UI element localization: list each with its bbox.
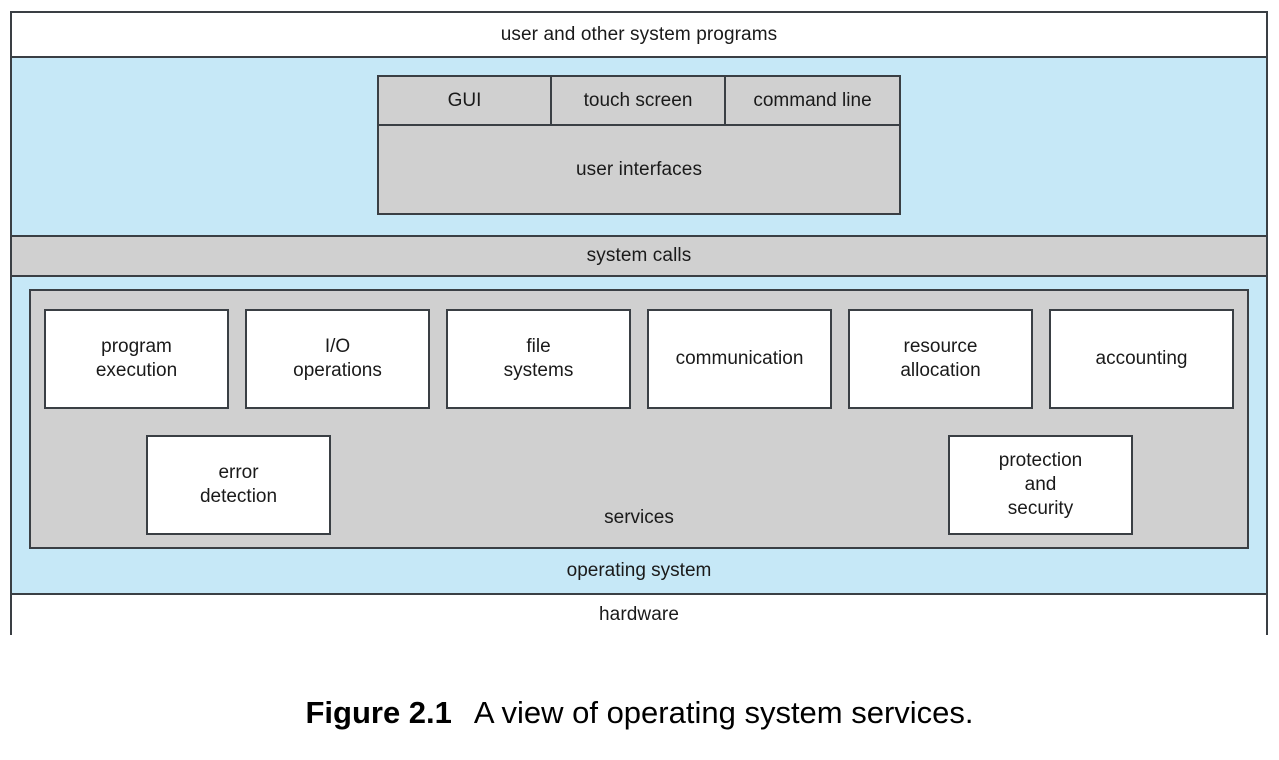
user-interfaces-label: user interfaces — [575, 158, 703, 180]
service-box-io-operations[interactable]: I/O operations — [245, 309, 430, 409]
service-label-line1: file — [526, 335, 551, 357]
layer-user-programs-label: user and other system programs — [500, 23, 778, 45]
service-box-protection-and-security[interactable]: protection and security — [948, 435, 1133, 535]
service-label-line3: security — [1007, 498, 1074, 520]
os-services-diagram: user and other system programs GUI touch… — [10, 11, 1268, 635]
service-box-program-execution[interactable]: program execution — [44, 309, 229, 409]
service-label-line2: execution — [95, 360, 178, 381]
service-label-line1: I/O — [324, 335, 351, 357]
service-box-accounting[interactable]: accounting — [1049, 309, 1234, 409]
service-box-communication[interactable]: communication — [647, 309, 832, 409]
service-label-line1: resource — [903, 335, 978, 357]
services-panel-label: services — [604, 507, 674, 528]
service-label-line1: accounting — [1095, 347, 1188, 369]
service-box-resource-allocation[interactable]: resource allocation — [848, 309, 1033, 409]
services-panel: program execution I/O operations file sy… — [29, 289, 1249, 549]
figure-number: Figure 2.1 — [305, 695, 452, 730]
service-label-line2: operations — [293, 360, 382, 381]
service-label-line2: detection — [199, 486, 278, 507]
service-label-line1: communication — [675, 347, 804, 369]
figure-caption: Figure 2.1 A view of operating system ser… — [0, 695, 1279, 731]
layer-user-interface-region: GUI touch screen command line user inter… — [12, 58, 1266, 235]
service-label-line2: allocation — [900, 360, 981, 381]
ui-type-touch-screen[interactable]: touch screen — [552, 77, 726, 124]
layer-operating-system-label: operating system — [566, 560, 712, 581]
user-interfaces-types-row: GUI touch screen command line — [379, 77, 899, 126]
service-label-line2: systems — [503, 360, 574, 381]
layer-system-calls: system calls — [12, 235, 1266, 277]
service-label-line1: program — [101, 335, 172, 357]
service-box-file-systems[interactable]: file systems — [446, 309, 631, 409]
layer-user-programs: user and other system programs — [12, 13, 1266, 58]
layer-hardware: hardware — [12, 593, 1266, 635]
service-label-line1: error — [218, 461, 259, 483]
layer-operating-system-region: program execution I/O operations file sy… — [12, 277, 1266, 593]
ui-type-command-line[interactable]: command line — [753, 89, 872, 111]
layer-system-calls-label: system calls — [586, 245, 692, 267]
user-interfaces-block: GUI touch screen command line user inter… — [377, 75, 901, 215]
layer-hardware-label: hardware — [598, 604, 679, 626]
service-box-error-detection[interactable]: error detection — [146, 435, 331, 535]
ui-type-gui[interactable]: GUI — [379, 77, 552, 124]
service-label-line1: protection — [998, 449, 1083, 471]
figure-caption-text: A view of operating system services. — [473, 695, 974, 730]
user-interfaces-group: user interfaces — [379, 126, 899, 213]
service-label-line2: and — [1024, 473, 1057, 495]
